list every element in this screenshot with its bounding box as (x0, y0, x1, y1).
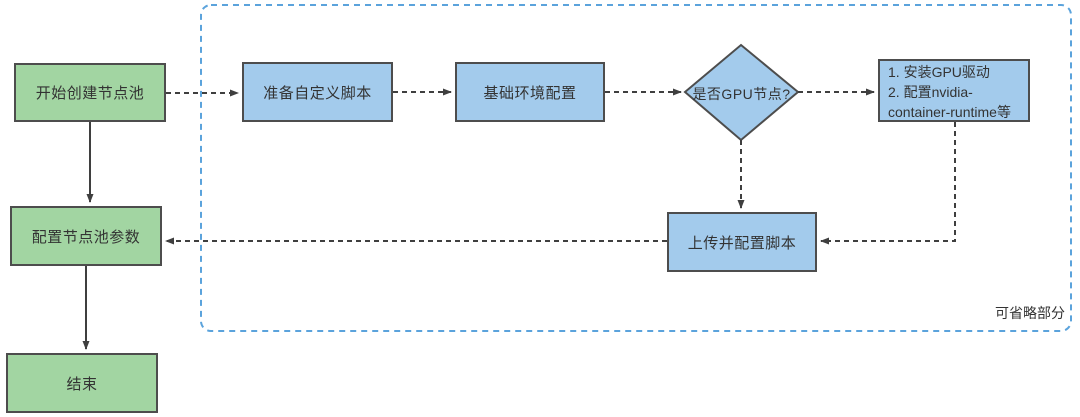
node-gpu-steps-line-1: 1. 安装GPU驱动 (888, 64, 990, 80)
node-end: 结束 (6, 353, 158, 413)
node-base-env-label: 基础环境配置 (483, 84, 577, 102)
optional-region-label: 可省略部分 (995, 305, 1065, 321)
node-gpu-decision-label: 是否GPU节点? (692, 86, 791, 102)
node-base-env: 基础环境配置 (455, 62, 605, 122)
node-end-label: 结束 (66, 375, 98, 393)
node-gpu-steps: 1. 安装GPU驱动 2. 配置nvidia-container-runtime… (878, 59, 1030, 122)
node-configure-pool: 配置节点池参数 (10, 206, 162, 266)
node-start: 开始创建节点池 (14, 63, 166, 122)
node-prepare-script-label: 准备自定义脚本 (263, 84, 372, 102)
node-upload-script-label: 上传并配置脚本 (687, 234, 797, 252)
optional-region-border (200, 4, 1072, 332)
node-prepare-script: 准备自定义脚本 (242, 62, 393, 122)
node-configure-pool-label: 配置节点池参数 (31, 228, 141, 246)
edge-gpusteps-upload (820, 122, 956, 245)
node-upload-script: 上传并配置脚本 (667, 212, 817, 272)
node-gpu-steps-line-2: 2. 配置nvidia-container-runtime等 (888, 84, 1011, 120)
node-start-label: 开始创建节点池 (35, 85, 145, 102)
